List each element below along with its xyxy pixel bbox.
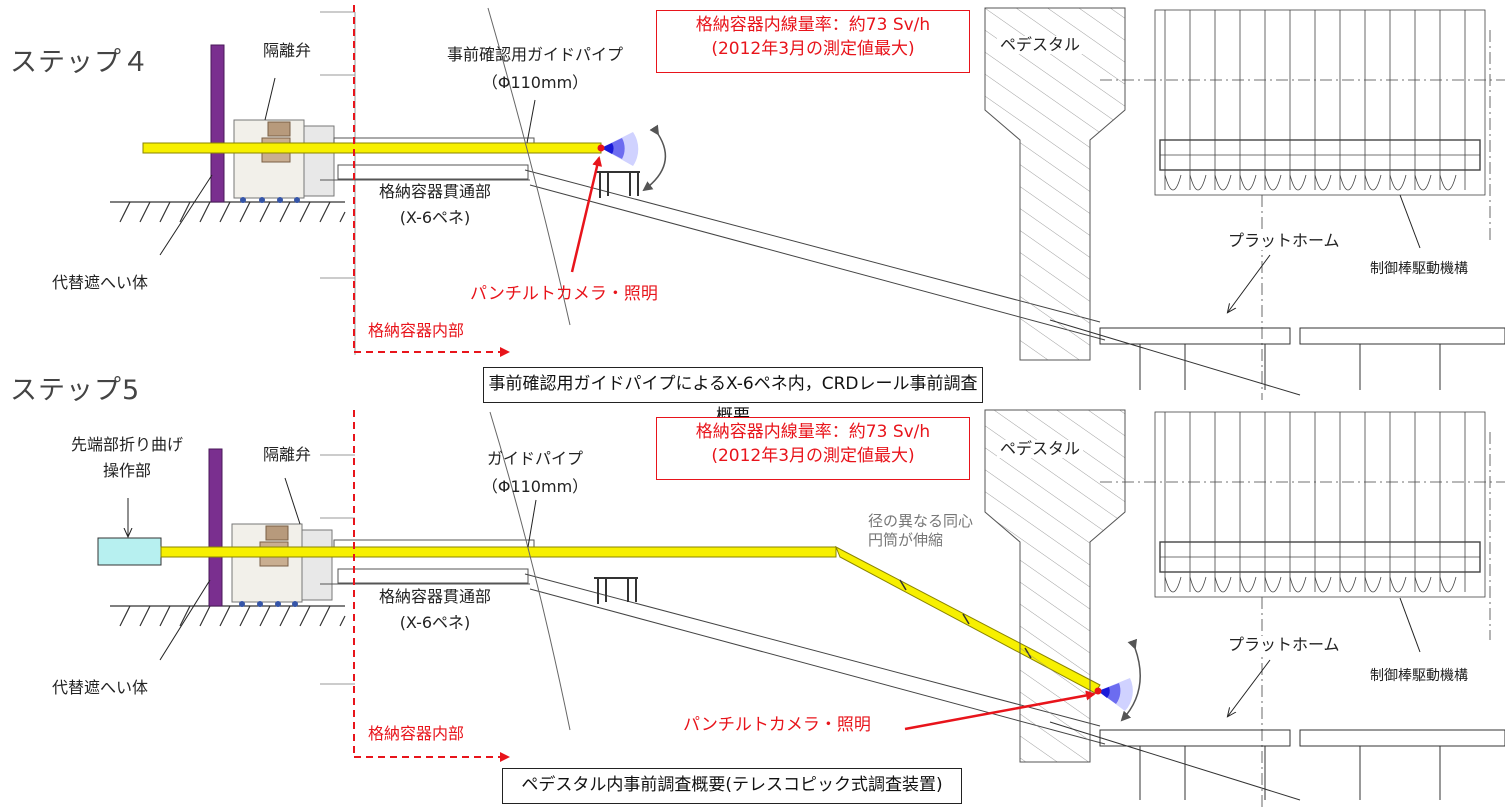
penetration-label: 格納容器貫通部 (X-6ペネ) (355, 182, 515, 228)
pan-tilt-arrow (1120, 638, 1141, 722)
tip-bend-label-line1: 先端部折り曲げ (70, 435, 183, 454)
dose-rate-line1: 格納容器内線量率：約73 Sv/h (695, 15, 931, 35)
crd-mechanisms (1100, 411, 1505, 807)
step4-caption: 事前確認用ガイドパイプによるX-6ペネ内，CRDレール事前調査概要 (483, 367, 983, 426)
dose-rate-line1: 格納容器内線量率：約73 Sv/h (695, 422, 931, 442)
isolation-valve (231, 523, 333, 607)
dose-rate-box: 格納容器内線量率：約73 Sv/h (2012年3月の測定値最大) (656, 10, 970, 73)
isolation-valve (233, 119, 335, 203)
guide-pipe (160, 546, 837, 558)
pan-tilt-arrow (642, 124, 667, 192)
ground-hatch (110, 201, 346, 223)
pcv-boundary (353, 410, 510, 762)
pcv-wall-arc (487, 7, 571, 326)
guide-pipe-label-line2: （Φ110mm） (481, 73, 589, 93)
step4-diagram (110, 5, 1505, 400)
penetration-label: 格納容器貫通部 (X-6ペネ) (355, 587, 515, 633)
crd-label: 制御棒駆動機構 (1370, 261, 1468, 278)
isolation-valve-label: 隔離弁 (263, 445, 312, 464)
tip-bend-operation-box (97, 537, 162, 566)
frame-lines (320, 454, 355, 685)
alternative-shield (208, 448, 223, 607)
inside-pcv-label: 格納容器内部 (368, 321, 465, 340)
crd-rail (524, 169, 1106, 341)
pedestal-wall (984, 409, 1126, 763)
camera-pointer (904, 690, 1096, 731)
camera-label: パンチルトカメラ・照明 (683, 715, 871, 735)
platform-label: プラットホーム (1228, 231, 1340, 251)
camera-stand (596, 171, 640, 198)
platform (1049, 721, 1505, 801)
valve-leader (284, 477, 301, 525)
dose-rate-line2: (2012年3月の測定値最大) (711, 39, 915, 59)
ground-hatch (110, 605, 346, 627)
guide-pipe-label: 事前確認用ガイドパイプ （Φ110mm） (415, 45, 655, 93)
platform-leader (1228, 254, 1271, 312)
shield-leader (159, 174, 213, 256)
isolation-valve-label: 隔離弁 (263, 41, 312, 60)
shield-label: 代替遮へい体 (52, 678, 149, 697)
step4-title: ステップ４ (10, 47, 150, 78)
camera-pointer (570, 156, 603, 273)
pedestal-label: ペデスタル (997, 439, 1084, 459)
step5-caption: ペデスタル内事前調査概要(テレスコピック式調査装置) (502, 768, 962, 804)
crd-label: 制御棒駆動機構 (1370, 668, 1468, 685)
penetration-label-line2: (X-6ペネ) (399, 613, 471, 633)
crd-rail (524, 573, 1106, 745)
step5-diagram (97, 409, 1505, 807)
guide-pipe-label-line1: ガイドパイプ (486, 449, 583, 468)
crd-leader (1399, 194, 1421, 249)
platform-label: プラットホーム (1228, 635, 1340, 655)
stand (594, 577, 638, 604)
penetration-label-line1: 格納容器貫通部 (378, 587, 491, 606)
tip-bend-label: 先端部折り曲げ 操作部 (52, 435, 202, 481)
step5-title: ステップ5 (10, 375, 141, 406)
guide-pipe-label: ガイドパイプ （Φ110mm） (470, 449, 600, 497)
tip-bend-label-line2: 操作部 (102, 461, 151, 481)
alternative-shield (210, 44, 225, 203)
camera-light-fan (1094, 678, 1133, 711)
crd-leader (1399, 597, 1421, 653)
crd-mechanisms (1100, 9, 1505, 400)
valve-leader (264, 77, 276, 121)
penetration-label-line2: (X-6ペネ) (399, 208, 471, 228)
platform-leader (1228, 659, 1271, 716)
pcv-boundary (353, 5, 510, 357)
dose-rate-line2: (2012年3月の測定値最大) (711, 446, 915, 466)
pedestal-wall (984, 7, 1126, 361)
guide-pipe-leader (527, 499, 537, 548)
pcv-wall-arc (489, 411, 571, 731)
camera-label: パンチルトカメラ・照明 (470, 284, 658, 304)
inside-pcv-label: 格納容器内部 (368, 724, 465, 743)
penetration-label-line1: 格納容器貫通部 (378, 182, 491, 201)
guide-pipe (142, 142, 602, 154)
telescope-label-line1: 径の異なる同心 (868, 512, 974, 530)
guide-pipe-leader (526, 99, 536, 144)
shield-label: 代替遮へい体 (52, 273, 149, 292)
camera-light-fan (597, 132, 639, 166)
platform (1049, 319, 1505, 396)
pedestal-label: ペデスタル (997, 35, 1084, 55)
shield-leader (159, 579, 211, 661)
guide-pipe-label-line2: （Φ110mm） (481, 477, 589, 497)
guide-pipe-label-line1: 事前確認用ガイドパイプ (446, 45, 623, 64)
telescope-label: 径の異なる同心 円筒が伸縮 (868, 512, 974, 550)
dose-rate-box: 格納容器内線量率：約73 Sv/h (2012年3月の測定値最大) (656, 417, 970, 480)
telescope-label-line2: 円筒が伸縮 (868, 531, 944, 550)
